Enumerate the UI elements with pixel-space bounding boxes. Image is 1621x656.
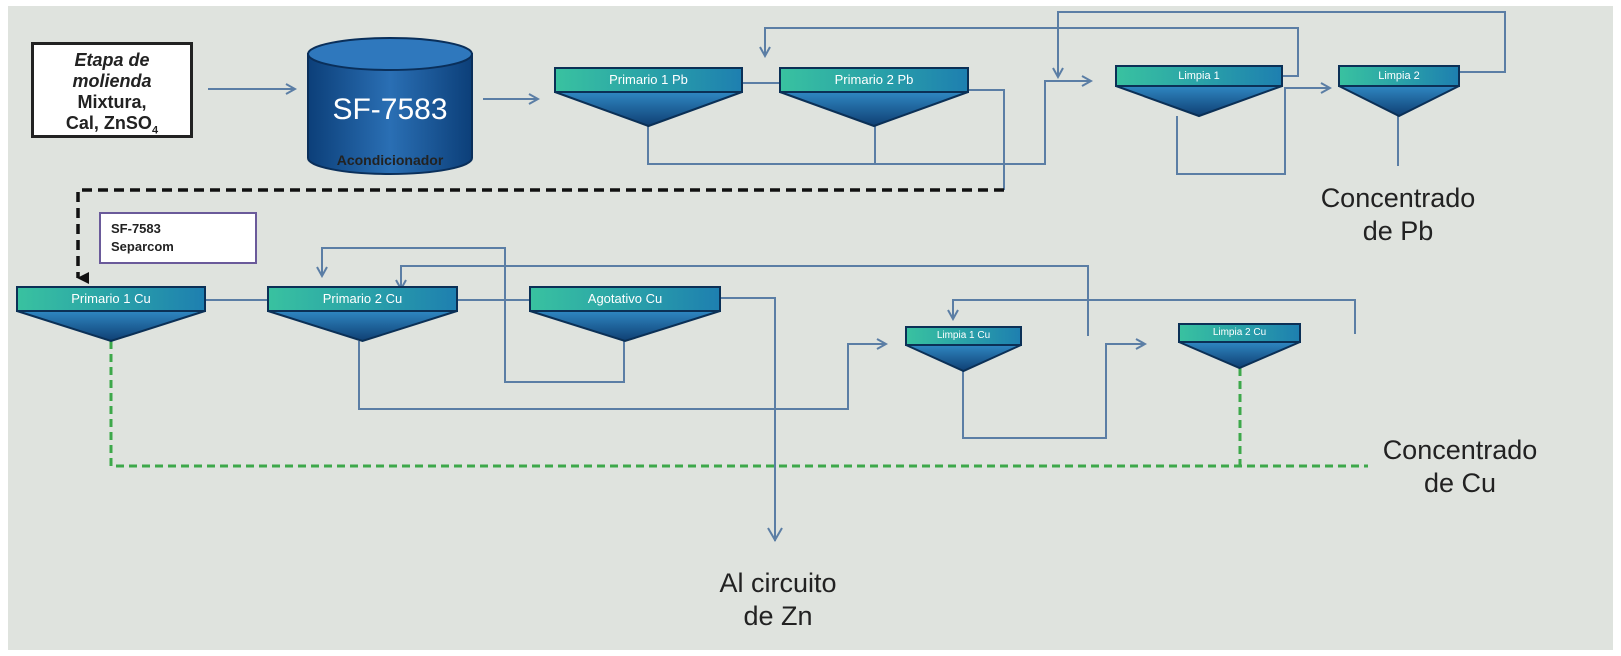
pb-cell-1-top — [554, 67, 743, 93]
pb-cell-1-label: Primario 1 Pb — [609, 72, 688, 87]
tank-label: SF-7583 — [332, 93, 448, 126]
pb-cell-2 — [779, 67, 969, 128]
cu-cell-4 — [905, 326, 1022, 373]
cu-concentrate-label: Concentrado de Cu — [1360, 434, 1560, 500]
pb-cell-1-body — [554, 91, 743, 128]
pb-concentrate-line-1: Concentrado — [1320, 183, 1476, 213]
cu-cell-2 — [267, 286, 458, 343]
cu-cell-1-top — [16, 286, 206, 312]
flow-lines — [16, 11, 1506, 542]
pb-cell-4-top — [1338, 65, 1460, 87]
zn-circuit-line-1: Al circuito — [719, 568, 837, 598]
pb-cell-4-body — [1338, 85, 1460, 118]
cu-concentrate-line-2: de Cu — [1423, 468, 1497, 498]
feed-line-1: Etapa de — [74, 50, 150, 70]
cu-cell-3 — [529, 286, 721, 343]
pb-cell-3-top — [1115, 65, 1283, 87]
conditioner-caption: Acondicionador — [336, 152, 444, 168]
cu-concentrate-line-1: Concentrado — [1382, 435, 1538, 465]
pb-cell-3-label: Limpia 1 — [1178, 70, 1220, 82]
cu-cell-2-top — [267, 286, 458, 312]
conditioner-tank — [307, 37, 473, 175]
cu-cell-5-body — [1178, 341, 1301, 370]
pb-concentrate-label: Concentrado de Pb — [1298, 182, 1498, 248]
pb-cell-1 — [554, 67, 743, 128]
feed-line-2: molienda — [72, 71, 152, 91]
cu-cell-2-label: Primario 2 Cu — [322, 291, 403, 306]
pb-cell-2-label: Primario 2 Pb — [834, 72, 914, 87]
pb-concentrate-line-2: de Pb — [1362, 216, 1434, 246]
cu-cell-2-body — [267, 310, 458, 343]
feed-box: Etapa de molienda Mixtura, Cal, ZnSO4 — [31, 42, 193, 138]
feed-line-4: Cal, ZnSO4 — [65, 113, 159, 137]
cu-cell-3-top — [529, 286, 721, 312]
cu-cell-5-top — [1178, 323, 1301, 343]
cu-cell-5 — [1178, 323, 1301, 370]
pb-cell-3 — [1115, 65, 1283, 118]
cu-cell-4-top — [905, 326, 1022, 346]
flowsheet-canvas: Etapa de molienda Mixtura, Cal, ZnSO4 SF… — [8, 6, 1613, 650]
cu-cell-1-label: Primario 1 Cu — [71, 291, 151, 306]
cu-cell-3-body — [529, 310, 721, 343]
pb-cell-4 — [1338, 65, 1460, 118]
cu-cell-3-label: Agotativo Cu — [587, 291, 663, 306]
pb-cell-2-top — [779, 67, 969, 93]
cu-cell-4-body — [905, 344, 1022, 373]
reagent-line-2: Separcom — [111, 239, 174, 254]
pb-cell-4-label: Limpia 2 — [1378, 70, 1420, 82]
zn-circuit-label: Al circuito de Zn — [678, 567, 878, 633]
pb-cell-2-body — [779, 91, 969, 128]
cu-cell-5-label: Limpia 2 Cu — [1212, 327, 1267, 338]
pb-cell-3-body — [1115, 85, 1283, 118]
reagent-box: SF-7583 Separcom — [99, 212, 257, 264]
zn-circuit-line-2: de Zn — [743, 601, 813, 631]
feed-line-3: Mixtura, — [77, 92, 147, 112]
cu-cell-1-body — [16, 310, 206, 343]
cu-cell-1 — [16, 286, 206, 343]
reagent-line-1: SF-7583 — [111, 221, 161, 236]
cu-cell-4-label: Limpia 1 Cu — [936, 330, 991, 341]
